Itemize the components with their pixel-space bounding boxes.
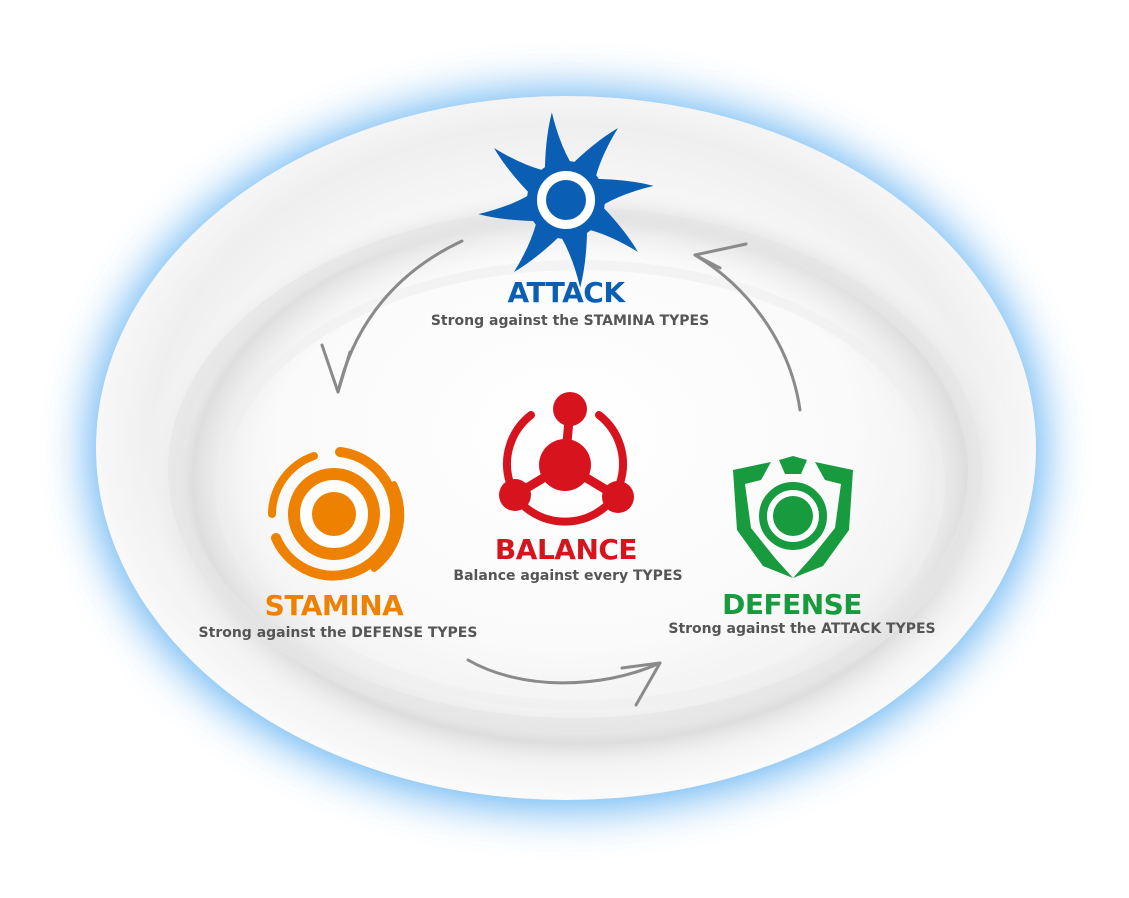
attack-title: ATTACK: [507, 276, 625, 309]
balance-arc-bottom: [521, 503, 609, 526]
arrow-stamina-to-defense: [466, 658, 662, 685]
balance-node-center: [539, 439, 591, 491]
attack-description: Strong against the STAMINA TYPES: [430, 313, 710, 329]
atom-nodes-icon: [499, 392, 634, 526]
vortex-core: [546, 180, 586, 220]
balance-node-top: [553, 392, 587, 426]
defense-core: [773, 496, 813, 536]
stamina-swoosh-outer: [271, 447, 400, 581]
curved-arrow-icon: [320, 239, 802, 707]
shield-icon: [733, 456, 853, 578]
balance-description: Balance against every TYPES: [453, 568, 683, 584]
defense-description: Strong against the ATTACK TYPES: [668, 621, 936, 637]
defense-shield-top: [779, 456, 807, 474]
arrowhead-defense: [620, 661, 662, 707]
stamina-description: Strong against the DEFENSE TYPES: [198, 625, 478, 641]
stamina-core: [312, 492, 356, 536]
spiral-ring-icon: [268, 447, 405, 581]
balance-arc-right: [595, 411, 627, 487]
defense-title: DEFENSE: [722, 588, 862, 621]
vortex-icon: [478, 112, 654, 288]
balance-arc-left: [503, 411, 535, 487]
arrowhead-attack: [693, 242, 748, 270]
arrowhead-stamina: [320, 343, 352, 394]
arrow-defense-to-attack: [693, 253, 802, 412]
balance-title: BALANCE: [494, 533, 638, 566]
defense-shield-right: [793, 462, 853, 578]
defense-shield-left: [733, 462, 793, 578]
stamina-swoosh-upper: [268, 452, 318, 518]
stamina-title: STAMINA: [264, 589, 404, 622]
balance-node-left: [499, 479, 531, 511]
balance-node-right: [602, 481, 634, 513]
stamina-swoosh-right: [371, 481, 405, 572]
